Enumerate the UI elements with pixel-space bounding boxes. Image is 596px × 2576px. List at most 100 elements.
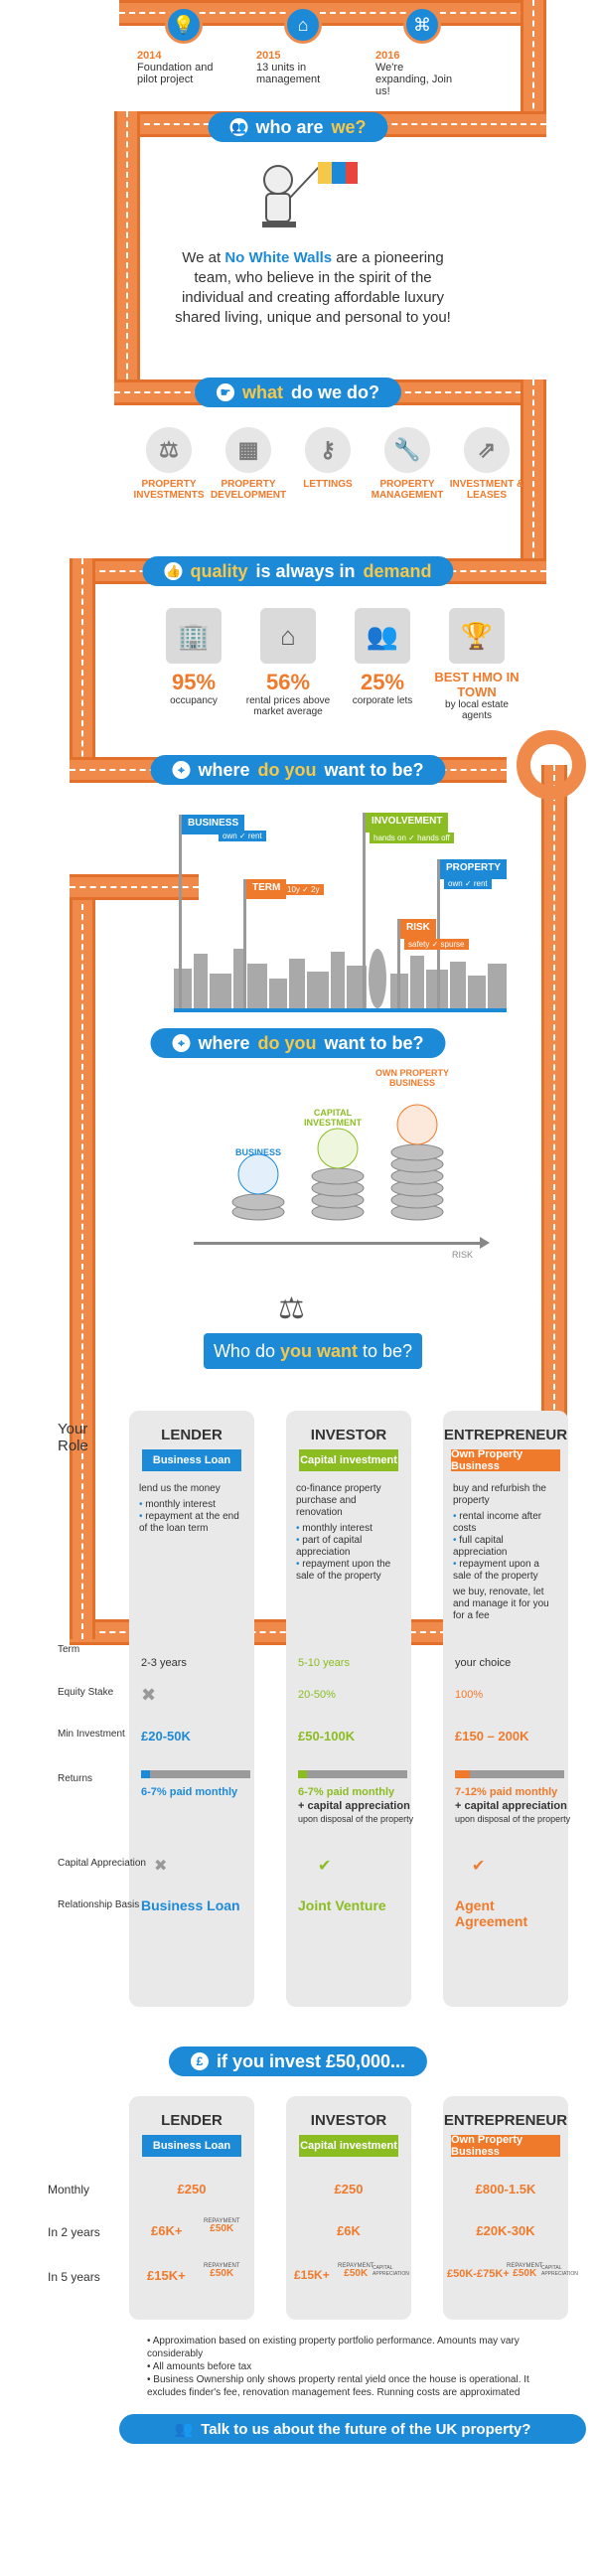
monthly-lender: £250 (177, 2182, 207, 2197)
cta-banner[interactable]: 👥 Talk to us about the future of the UK … (119, 2414, 586, 2444)
intro-text: We at No White Walls are a pioneering te… (175, 249, 451, 326)
scales-icon: ⚖ (278, 1292, 305, 1325)
thumbs-up-icon: 👍 (164, 562, 183, 580)
invest-column-lender: LENDER Business Loan (129, 2096, 254, 2320)
term-lender: 2-3 years (141, 1657, 187, 1669)
people-icon: 👥 (355, 608, 410, 664)
y2-entrepreneur: £20K-30K (476, 2223, 535, 2238)
returns-entrepreneur-3: upon disposal of the property (455, 1814, 571, 1824)
y2-lender: £6K+ (151, 2223, 183, 2238)
label-capital-investment: CAPITAL INVESTMENT (303, 1108, 362, 1128)
people-icon: 👥 (174, 2421, 194, 2438)
flag-pole (397, 919, 400, 1008)
note: • Approximation based on existing proper… (147, 2336, 520, 2359)
road (70, 874, 199, 900)
row-label-5y: In 5 years (48, 2270, 100, 2284)
location-pin-icon: ⌖ (172, 1034, 191, 1052)
service-item: 🔧PROPERTY MANAGEMENT (363, 427, 452, 501)
y5-entrepreneur: £50K-£75K+ (447, 2268, 510, 2280)
bricks-icon: ▦ (225, 427, 271, 473)
flag-pole (363, 813, 366, 1008)
y5-investor-capapp: CAPITAL APPRECIATION (372, 2265, 409, 2277)
footnotes: • Approximation based on existing proper… (147, 2335, 564, 2399)
role-column-investor: INVESTOR Capital investment co-finance p… (286, 1411, 411, 2007)
flag-pole (243, 879, 246, 1008)
returns-investor-2: + capital appreciation (298, 1800, 410, 1812)
term-investor: 5-10 years (298, 1657, 350, 1669)
people-icon: 👥 (229, 118, 248, 136)
basis-lender: Business Loan (141, 1897, 240, 1913)
equity-entrepreneur: 100% (455, 1689, 484, 1701)
returns-bar-entrepreneur (455, 1770, 564, 1778)
monthly-investor: £250 (334, 2182, 364, 2197)
your-role-label: Your Role (58, 1421, 88, 1454)
home-logo-icon: ⌂ (260, 608, 316, 664)
skyline-ground (174, 1008, 507, 1012)
y2-investor: £6K (337, 2223, 361, 2238)
service-item: ⇗INVESTMENT & LEASES (442, 427, 531, 501)
flag-sub: 10y ✓ 2y (283, 884, 324, 895)
row-label-2y: In 2 years (48, 2225, 100, 2239)
y5-investor: £15K+ (294, 2268, 330, 2282)
row-label-min: Min Investment (58, 1729, 125, 1740)
y5-lender: £15K+ (147, 2268, 186, 2283)
quality-item: 🏢95%occupancy (149, 608, 238, 706)
equity-investor: 20-50% (298, 1689, 336, 1701)
timeline-item: ⌂ 2015 13 units in management (256, 6, 375, 85)
seesaw-house-icon: ⚖ (146, 427, 192, 473)
note: • All amounts before tax (147, 2361, 252, 2372)
flag-sub: own ✓ rent (444, 878, 492, 889)
role-column-entrepreneur: ENTREPRENEUR Own Property Business buy a… (443, 1411, 568, 2007)
returns-lender: 6-7% paid monthly (141, 1786, 238, 1798)
min-entrepreneur: £150 – 200K (455, 1729, 529, 1743)
basis-investor: Joint Venture (298, 1897, 386, 1913)
returns-investor-3: upon disposal of the property (298, 1814, 414, 1824)
city-skyline (174, 944, 507, 1008)
invest-column-investor: INVESTOR Capital investment (286, 2096, 411, 2320)
flag-business: BUSINESS (182, 815, 245, 834)
bulb-icon: 💡 (165, 6, 203, 44)
location-pin-icon: ⌖ (172, 761, 191, 779)
house-network-icon: ⌘ (403, 6, 441, 44)
money-icon: £ (190, 2052, 209, 2070)
road (521, 0, 546, 129)
cap-lender: ✖ (154, 1858, 168, 1875)
hand-icon: ☛ (216, 383, 234, 401)
flag-sub: safety ✓ spurse (404, 939, 469, 950)
term-entrepreneur: your choice (455, 1657, 512, 1669)
flag-property: PROPERTY (440, 859, 508, 879)
timeline-item: 💡 2014 Foundation and pilot project (137, 6, 256, 85)
equity-lender: ✖ (141, 1685, 157, 1705)
note: • Business Ownership only shows property… (147, 2374, 529, 2398)
road (114, 111, 140, 399)
flag-involvement: INVOLVEMENT (366, 813, 449, 833)
monthly-entrepreneur: £800-1.5K (475, 2182, 536, 2197)
returns-bar-lender (141, 1770, 250, 1778)
role-column-lender: LENDER Business Loan lend us the money m… (129, 1411, 254, 2007)
label-own-property: OWN PROPERTY BUSINESS (374, 1068, 449, 1088)
y5-lender-repay: REPAYMENT£50K (204, 2263, 240, 2279)
returns-investor: 6-7% paid monthly (298, 1786, 395, 1798)
basis-entrepreneur: Agent Agreement (455, 1897, 528, 1929)
building-icon: 🏢 (166, 608, 222, 664)
trophy-icon: 🏆 (449, 608, 505, 664)
risk-axis-label: RISK (452, 1250, 474, 1260)
road (70, 894, 95, 1639)
key-icon: ⚷ (305, 427, 351, 473)
service-item: ▦PROPERTY DEVELOPMENT (204, 427, 293, 501)
cap-entrepreneur: ✔ (472, 1858, 486, 1875)
astronaut-illustration (248, 154, 368, 233)
quality-item: ⌂56%rental prices above market average (243, 608, 333, 717)
returns-bar-investor (298, 1770, 407, 1778)
service-item: ⚷LETTINGS (283, 427, 372, 490)
risk-axis-arrow (480, 1237, 490, 1249)
flag-pole (179, 815, 182, 1008)
y5-investor-repay: REPAYMENT£50K (338, 2263, 374, 2279)
